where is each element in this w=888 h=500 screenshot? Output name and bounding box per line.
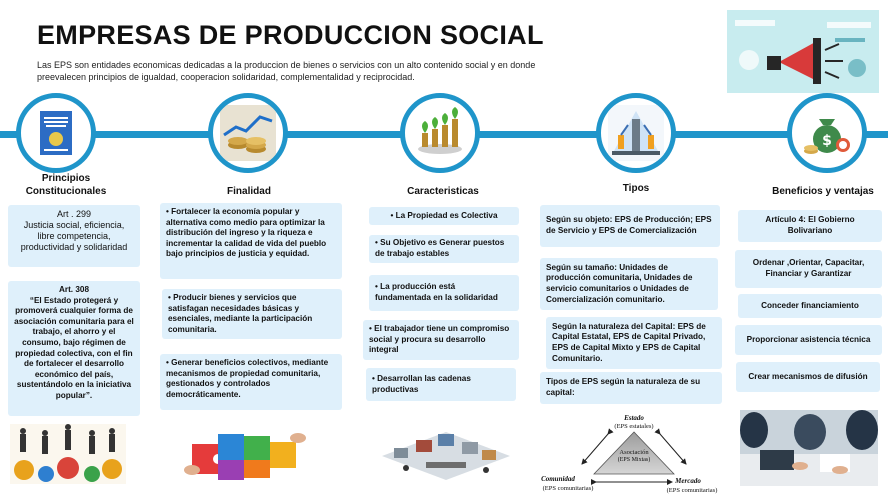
triangle-top-label: Estado: [623, 414, 644, 422]
caracteristica-item-3: • La producción está fundamentada en la …: [369, 275, 519, 311]
tipo-item-1: Según su objeto: EPS de Producción; EPS …: [540, 205, 720, 247]
heading-caracteristicas: Caracteristicas: [407, 186, 479, 197]
art-308-title: Art. 308: [58, 285, 90, 294]
triangle-top-sub: (EPS estatales): [614, 423, 653, 430]
finalidad-item-2: • Producir bienes y servicios que satisf…: [162, 289, 342, 339]
finalidad-item-3: • Generar beneficios colectivos, mediant…: [160, 354, 342, 410]
svg-text:$: $: [822, 133, 832, 149]
caracteristica-item-2: • Su Objetivo es Generar puestos de trab…: [369, 235, 519, 263]
tipo-item-3: Según la naturaleza del Capital: EPS de …: [546, 317, 722, 369]
triangle-left-label: Comunidad: [541, 475, 575, 483]
people-gears-image: [10, 424, 126, 484]
constitution-book-icon: [16, 93, 96, 173]
caracteristica-item-4: • El trabajador tiene un compromiso soci…: [363, 320, 519, 360]
beneficio-item-2: Ordenar ,Orientar, Capacitar, Financiar …: [735, 250, 882, 288]
money-bag-icon: $: [787, 93, 867, 173]
caracteristica-item-5: • Desarrollan las cadenas productivas: [366, 368, 516, 401]
beneficio-item-3: Conceder financiamiento: [738, 294, 882, 318]
beneficio-item-5: Crear mecanismos de difusión: [736, 362, 880, 392]
art-299-box: Art . 299 Justicia social, eficiencia, l…: [8, 205, 140, 267]
triangle-right-sub: (EPS comunitarias): [667, 487, 718, 494]
tipo-item-4: Tipos de EPS según la naturaleza de su c…: [540, 372, 722, 404]
art-308-box: Art. 308 “El Estado protegerá y promover…: [8, 281, 140, 416]
art-299-body: Justicia social, eficiencia, libre compe…: [20, 220, 128, 252]
caracteristica-item-1: • La Propiedad es Colectiva: [369, 207, 519, 225]
art-308-body: “El Estado protegerá y promoverá cualqui…: [14, 295, 134, 400]
heading-principios: Principios Constitucionales: [25, 173, 107, 197]
production-chain-image: [376, 412, 516, 488]
heading-finalidad: Finalidad: [227, 186, 271, 197]
triangle-center-sub: (EPS Mixtas): [618, 456, 651, 463]
page-title: EMPRESAS DE PRODUCCION SOCIAL: [37, 20, 544, 50]
plants-coins-icon: [400, 93, 480, 173]
heading-beneficios: Beneficios y ventajas: [772, 186, 874, 197]
eps-capital-triangle-diagram: Estado (EPS estatales) Asociación (EPS M…: [541, 414, 718, 494]
puzzle-hands-image: [182, 424, 308, 484]
beneficio-item-4: Proporcionar asistencia técnica: [735, 325, 882, 355]
megaphone-marketing-image: [727, 10, 879, 93]
coins-growth-icon: [208, 93, 288, 173]
section-header-band: $: [0, 93, 888, 175]
art-299-title: Art . 299: [56, 209, 92, 219]
triangle-center-label: Asociación: [619, 449, 649, 456]
heading-tipos: Tipos: [622, 183, 650, 194]
finalidad-item-1: • Fortalecer la economía popular y alter…: [160, 203, 342, 279]
beneficio-item-1: Artículo 4: El Gobierno Bolivariano: [738, 210, 882, 242]
business-meeting-image: [740, 410, 878, 486]
triangle-right-label: Mercado: [674, 477, 701, 485]
tipo-item-2: Según su tamaño: Unidades de producción …: [540, 258, 718, 310]
intro-paragraph: Las EPS son entidades economicas dedicad…: [37, 60, 536, 82]
triangle-left-sub: (EPS comunitarias): [543, 485, 594, 492]
factory-line-icon: [596, 93, 676, 173]
